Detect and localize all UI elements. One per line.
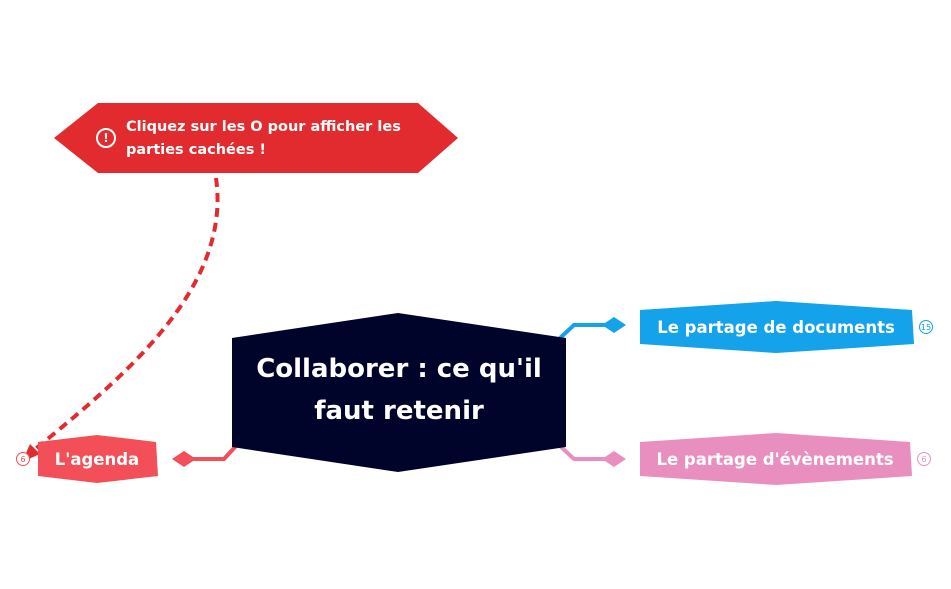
callout-shape[interactable] xyxy=(54,103,458,173)
expand-agenda-button[interactable]: 6 xyxy=(16,452,30,466)
connector-documents xyxy=(558,323,606,340)
central-topic-shape[interactable] xyxy=(232,313,566,472)
callout-text: Cliquez sur les O pour afficher les part… xyxy=(126,119,401,158)
exclamation-circle-icon: ! xyxy=(96,128,116,148)
expand-documents-button[interactable]: 15 xyxy=(919,320,933,334)
documents-node-shape[interactable] xyxy=(640,301,914,353)
agenda-node-shape[interactable] xyxy=(38,435,158,483)
expand-events-button[interactable]: 6 xyxy=(917,452,931,466)
connector-agenda xyxy=(192,444,238,461)
connector-events-diamond xyxy=(602,451,626,467)
branch-documents-label: Le partage de documents xyxy=(657,317,895,337)
branch-events-label: Le partage d'évènements xyxy=(656,449,894,469)
events-node-shape[interactable] xyxy=(640,433,912,485)
branch-agenda-label: L'agenda xyxy=(54,449,140,469)
callout-connector xyxy=(26,177,220,457)
central-topic-text: Collaborer : ce qu'il faut retenir xyxy=(256,354,542,426)
connector-documents-diamond xyxy=(602,317,626,333)
connector-events xyxy=(558,444,606,461)
connector-agenda-diamond xyxy=(172,451,196,467)
